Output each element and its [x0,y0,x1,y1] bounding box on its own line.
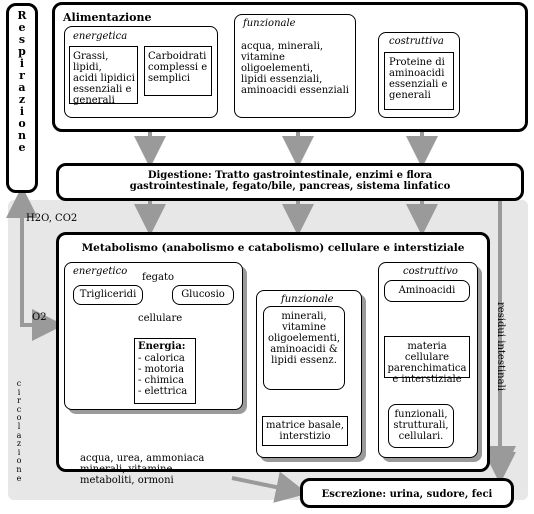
trigliceridi-box: Trigliceridi [73,285,143,305]
alim-funzionale-box: funzionale acqua, minerali, vitamine oli… [234,14,356,118]
funzionali-box: funzionali, strutturali, cellulari. [388,404,454,448]
carboidrati-text: Carboidrati complessi e semplici [148,51,208,84]
matrice-text: matrice basale, interstizio [266,420,344,442]
excretion-note: acqua, urea, ammoniaca minerali, vitamin… [80,453,205,486]
metabolismo-title: Metabolismo (anabolismo e catabolismo) c… [81,242,465,254]
met-costruttivo-label: costruttivo [403,266,458,277]
funzionali-text: funzionali, strutturali, cellulari. [393,409,449,442]
funz-items-text: minerali, vitamine oligoelementi, aminoa… [267,311,341,366]
energia-box: Energia: - calorica - motoria - chimica … [134,338,196,404]
aminoacidi-box: Aminoacidi [384,280,470,302]
energia-title: Energia: [138,341,186,352]
escrezione-text: Escrezione: urina, sudore, feci [321,489,493,500]
alim-funzionale-items: acqua, minerali, vitamine oligoelementi,… [241,41,350,96]
h2o-co2-label: H2O, CO2 [26,213,78,224]
grassi-box: Grassi, lipidi, acidi lipidici essenzial… [69,46,138,106]
alim-funzionale-label: funzionale [243,18,296,29]
respirazione-box: R e s p i r a z i o n e [6,3,38,193]
energia-items: - calorica - motoria - chimica - elettri… [138,353,188,397]
o2-label: O2 [32,312,47,323]
glucosio-text: Glucosio [181,289,225,300]
proteine-box: Proteine di aminoacidi essenziali e gene… [384,52,454,110]
met-funzionale-label: funzionale [281,294,334,305]
residui-label: residui intestinali [495,302,506,391]
grassi-text: Grassi, lipidi, acidi lipidici essenzial… [73,51,135,106]
glucosio-box: Glucosio [172,285,234,305]
alimentazione-title: Alimentazione [63,11,152,24]
digestione-box: Digestione: Tratto gastrointestinale, en… [56,163,524,201]
arrow-o2 [20,210,64,341]
proteine-text: Proteine di aminoacidi essenziali e gene… [389,57,448,101]
trigliceridi-text: Trigliceridi [79,289,137,300]
funz-items-box: minerali, vitamine oligoelementi, aminoa… [263,306,345,390]
alim-costruttiva-label: costruttiva [389,36,444,47]
matrice-box: matrice basale, interstizio [262,416,348,446]
carboidrati-box: Carboidrati complessi e semplici [144,46,212,96]
cellulare-label: cellulare [138,313,183,324]
materia-box: materia cellulare parenchimatica e inter… [384,336,470,385]
respirazione-label: R e s p i r a z i o n e [17,9,27,154]
circolazione-label: c i r c o l a z i o n e [16,379,22,483]
escrezione-box: Escrezione: urina, sudore, feci [300,478,514,508]
arrow-to-escrezione [231,471,308,503]
fegato-label: fegato [142,272,175,283]
alim-energetica-label: energetica [73,31,128,42]
materia-text: materia cellulare parenchimatica e inter… [387,341,467,385]
digestione-text: Digestione: Tratto gastrointestinale, en… [129,170,451,192]
aminoacidi-text: Aminoacidi [398,285,456,296]
met-energetico-label: energetico [73,266,128,277]
